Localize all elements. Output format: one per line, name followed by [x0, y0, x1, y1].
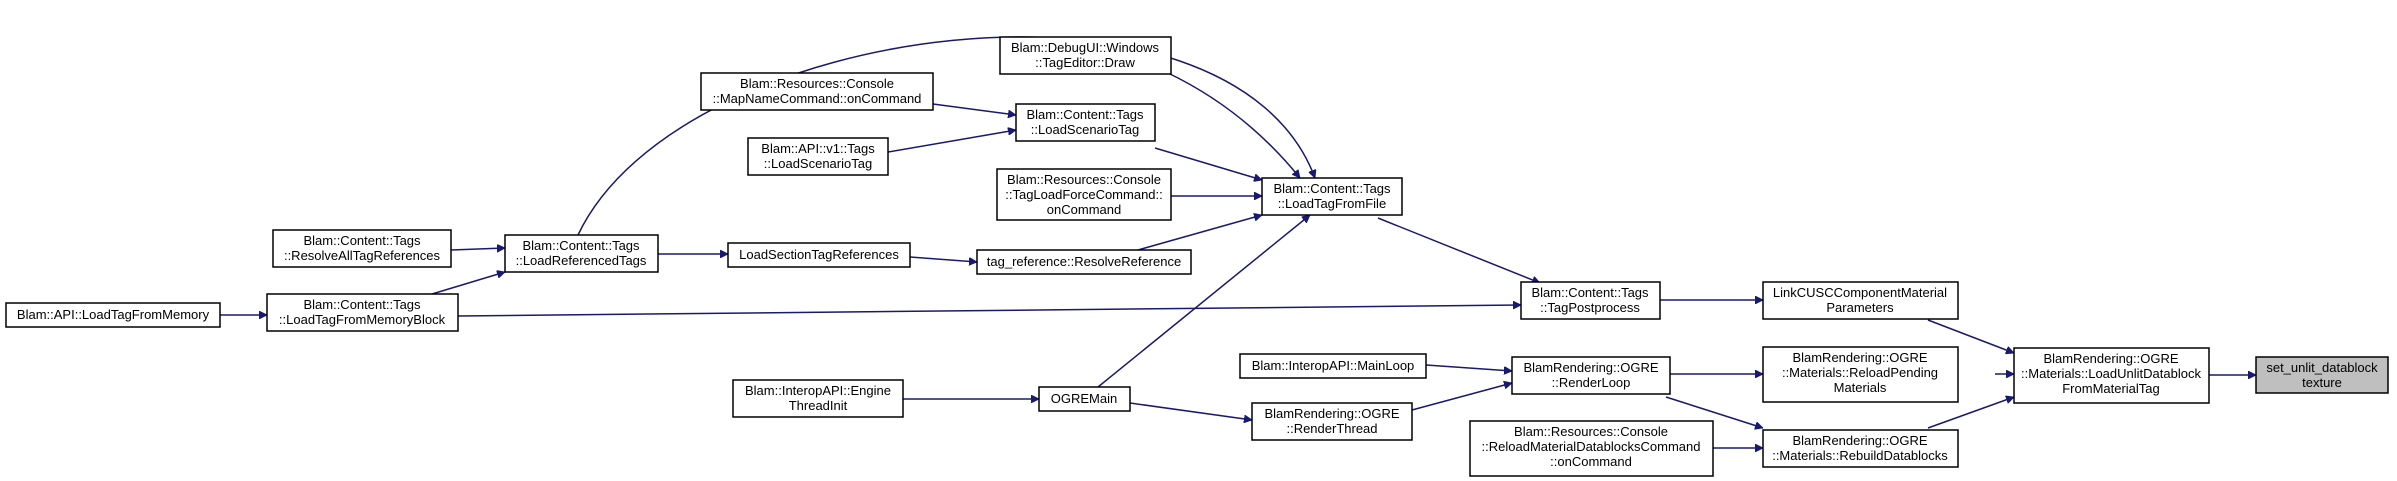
edge-load-section-to-resolve-reference — [909, 256, 977, 262]
node-resolve-all-tag-references[interactable]: Blam::Content::Tags ::ResolveAllTagRefer… — [272, 229, 452, 268]
node-label-line: LoadSectionTagReferences — [739, 247, 899, 262]
edge-render-loop-to-rebuild — [1665, 396, 1763, 428]
node-reload-pending-materials[interactable]: BlamRendering::OGRE ::Materials::ReloadP… — [1762, 346, 1959, 403]
edge-load-from-memory-block-to-load-referenced — [431, 272, 505, 295]
node-label-line: FromMaterialTag — [2062, 381, 2160, 396]
node-label-line: ::LoadScenarioTag — [764, 156, 872, 171]
node-label-line: ::LoadTagFromMemoryBlock — [279, 312, 446, 327]
node-label-line: BlamRendering::OGRE — [2043, 351, 2178, 366]
node-label-line: ::LoadScenarioTag — [1031, 122, 1139, 137]
node-label-line: Blam::Content::Tags — [303, 233, 421, 248]
node-label-line: ::LoadReferencedTags — [516, 253, 647, 268]
node-label-line: set_unlit_datablock — [2266, 360, 2378, 375]
node-tag-load-force-command[interactable]: Blam::Resources::Console ::TagLoadForceC… — [996, 168, 1172, 221]
node-render-loop[interactable]: BlamRendering::OGRE ::RenderLoop — [1511, 356, 1671, 395]
node-load-tag-from-file[interactable]: Blam::Content::Tags ::LoadTagFromFile — [1261, 177, 1403, 216]
node-rebuild-datablocks[interactable]: BlamRendering::OGRE ::Materials::Rebuild… — [1762, 429, 1959, 468]
node-label-line: Blam::Content::Tags — [522, 238, 640, 253]
node-label-line: ::MapNameCommand::onCommand — [713, 91, 922, 106]
node-engine-thread-init[interactable]: Blam::InteropAPI::Engine ThreadInit — [732, 379, 904, 418]
node-interop-main-loop[interactable]: Blam::InteropAPI::MainLoop — [1239, 353, 1427, 379]
node-label-line: Blam::InteropAPI::MainLoop — [1252, 358, 1415, 373]
edge-render-thread-to-render-loop — [1411, 383, 1512, 411]
node-tag-postprocess[interactable]: Blam::Content::Tags ::TagPostprocess — [1520, 281, 1661, 320]
node-ogre-main[interactable]: OGREMain — [1038, 386, 1131, 412]
node-label-line: BlamRendering::OGRE — [1792, 433, 1927, 448]
node-label-line: Materials — [1834, 380, 1887, 395]
node-label-line: ::Materials::ReloadPending — [1782, 365, 1938, 380]
node-label-line: ::Materials::RebuildDatablocks — [1772, 448, 1948, 463]
node-label-line: texture — [2302, 375, 2342, 390]
node-label-line: Blam::Resources::Console — [1514, 424, 1668, 439]
edge-ogremain-to-load-tag-from-file — [1097, 214, 1310, 388]
node-label-line: ::LoadTagFromFile — [1278, 196, 1386, 211]
node-label-line: ::RenderLoop — [1552, 375, 1631, 390]
node-set-unlit-datablock-texture[interactable]: set_unlit_datablock texture — [2255, 356, 2389, 394]
node-load-unlit-datablock-from-material-tag[interactable]: BlamRendering::OGRE ::Materials::LoadUnl… — [2013, 347, 2210, 404]
node-render-thread[interactable]: BlamRendering::OGRE ::RenderThread — [1251, 402, 1413, 441]
node-resolve-reference[interactable]: tag_reference::ResolveReference — [976, 249, 1192, 275]
node-label-line: BlamRendering::OGRE — [1523, 360, 1658, 375]
node-link-cusc-component-material-parameters[interactable]: LinkCUSCComponentMaterial Parameters — [1762, 281, 1959, 320]
edge-load-referenced-to-load-tag-from-file — [577, 36, 1315, 236]
node-label-line: Blam::InteropAPI::Engine — [745, 383, 891, 398]
node-label-line: ::Materials::LoadUnlitDatablock — [2021, 366, 2201, 381]
node-label-line: BlamRendering::OGRE — [1264, 406, 1399, 421]
node-label-line: Blam::API::LoadTagFromMemory — [17, 307, 210, 322]
node-load-tag-from-memory-block[interactable]: Blam::Content::Tags ::LoadTagFromMemoryB… — [266, 293, 459, 332]
node-label-line: ::ReloadMaterialDatablocksCommand — [1482, 439, 1701, 454]
edge-linkcusc-to-load-unlit — [1927, 319, 2014, 353]
edge-resolve-all-to-load-referenced — [450, 248, 505, 250]
node-load-referenced-tags[interactable]: Blam::Content::Tags ::LoadReferencedTags — [504, 234, 659, 273]
node-label-line: ::onCommand — [1550, 454, 1632, 469]
edge-load-from-memory-block-to-tag-postprocess — [457, 305, 1521, 317]
node-label-line: ::TagEditor::Draw — [1035, 55, 1135, 70]
edge-rebuild-to-load-unlit — [1927, 397, 2014, 429]
edge-load-tag-from-file-to-tag-postprocess — [1377, 217, 1540, 283]
node-label-line: BlamRendering::OGRE — [1792, 350, 1927, 365]
node-api-v1-load-scenario-tag[interactable]: Blam::API::v1::Tags ::LoadScenarioTag — [747, 137, 889, 176]
node-label-line: OGREMain — [1051, 391, 1117, 406]
edge-ogremain-to-render-thread — [1129, 402, 1252, 420]
node-reload-material-datablocks-command[interactable]: Blam::Resources::Console ::ReloadMateria… — [1469, 420, 1714, 477]
node-label-line: ::ResolveAllTagReferences — [284, 248, 441, 263]
node-label-line: Blam::Content::Tags — [303, 297, 421, 312]
edge-load-scenario-to-load-tag-from-file — [1154, 147, 1262, 180]
node-label-line: Blam::Content::Tags — [1273, 181, 1391, 196]
edge-resolve-reference-to-load-tag-from-file — [1137, 215, 1262, 251]
node-api-load-tag-from-memory[interactable]: Blam::API::LoadTagFromMemory — [5, 302, 221, 328]
node-map-name-command[interactable]: Blam::Resources::Console ::MapNameComman… — [700, 72, 934, 111]
node-label-line: ::RenderThread — [1286, 421, 1377, 436]
node-label-line: Blam::Resources::Console — [1007, 172, 1161, 187]
node-label-line: Blam::API::v1::Tags — [761, 141, 875, 156]
node-label-line: ::TagLoadForceCommand:: — [1005, 187, 1163, 202]
node-label-line: Blam::Content::Tags — [1531, 285, 1649, 300]
node-label-line: ThreadInit — [789, 398, 848, 413]
edges — [220, 36, 2256, 448]
node-label-line: Blam::Content::Tags — [1026, 107, 1144, 122]
node-tag-editor-draw[interactable]: Blam::DebugUI::Windows ::TagEditor::Draw — [999, 36, 1172, 75]
node-label-line: tag_reference::ResolveReference — [987, 254, 1181, 269]
node-load-scenario-tag[interactable]: Blam::Content::Tags ::LoadScenarioTag — [1015, 103, 1156, 142]
node-label-line: LinkCUSCComponentMaterial — [1773, 285, 1947, 300]
node-label-line: Parameters — [1826, 300, 1894, 315]
node-label-line: ::TagPostprocess — [1540, 300, 1640, 315]
edge-interop-mainloop-to-render-loop — [1425, 364, 1512, 371]
node-label-line: onCommand — [1047, 202, 1121, 217]
node-label-line: Blam::DebugUI::Windows — [1011, 40, 1160, 55]
node-load-section-tag-references[interactable]: LoadSectionTagReferences — [727, 242, 911, 268]
edge-api-v1-to-load-scenario — [887, 130, 1016, 153]
edge-mapname-to-load-scenario — [932, 103, 1016, 115]
node-label-line: Blam::Resources::Console — [740, 76, 894, 91]
edge-tageditor-to-load-tag-from-file — [1167, 72, 1301, 178]
